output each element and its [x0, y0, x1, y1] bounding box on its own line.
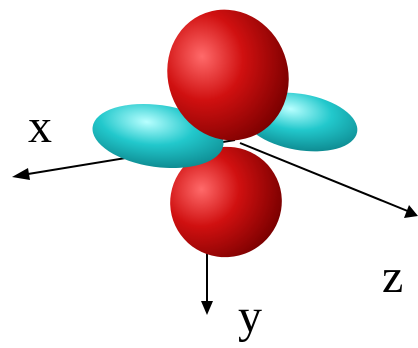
y-axis-arrowhead — [201, 301, 213, 315]
x-axis-label: x — [28, 100, 52, 153]
z-axis-label: z — [382, 250, 403, 303]
red-lobe-top — [167, 9, 289, 141]
y-axis-label: y — [238, 290, 262, 343]
z-axis-arrowhead — [404, 205, 418, 218]
x-axis-arrowhead — [12, 168, 30, 180]
red-lobe-bottom — [170, 146, 282, 258]
z-axis-line — [239, 142, 411, 213]
